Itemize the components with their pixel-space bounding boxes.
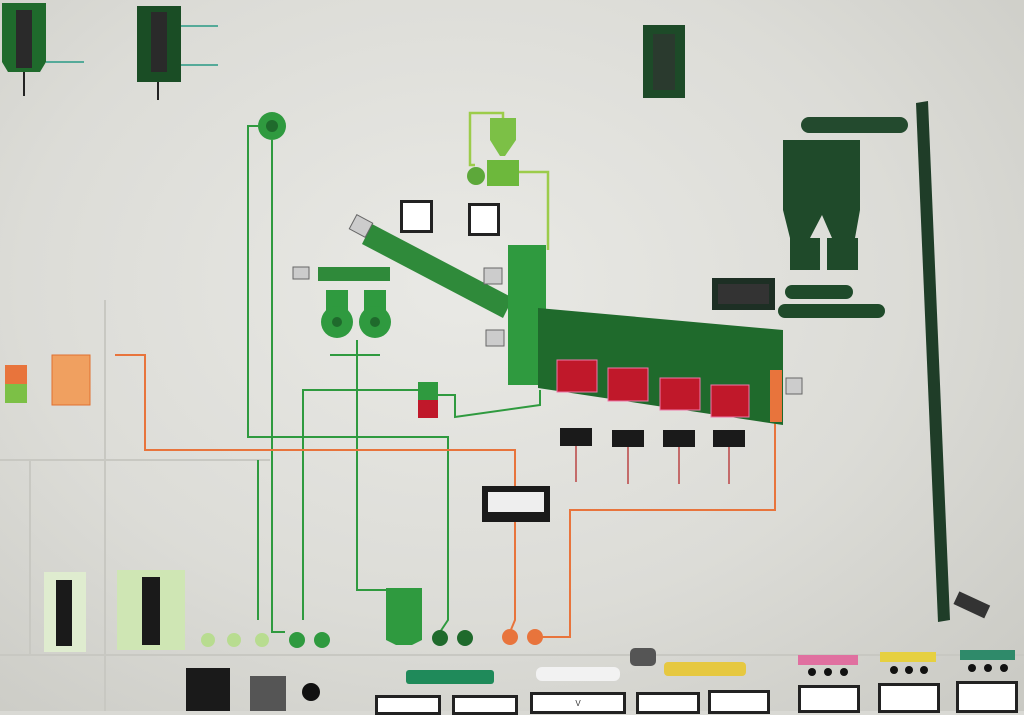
knob-icons[interactable] (808, 664, 1008, 676)
label-strip (406, 670, 494, 684)
motor-icon (348, 214, 374, 238)
label-strip (960, 650, 1015, 660)
motor-icon (785, 377, 803, 395)
fan-icon (359, 290, 391, 338)
switch-icon[interactable] (630, 648, 656, 666)
display-icon (250, 676, 286, 711)
label-strip (880, 652, 936, 662)
elevator-bar (916, 101, 950, 622)
motor-icon (485, 329, 505, 347)
valve-icon (5, 365, 27, 384)
meter-icon (400, 200, 433, 233)
meter-icon (375, 695, 441, 715)
conveyor-bar (801, 117, 908, 133)
screw-conveyor-icon (362, 224, 513, 318)
tank-icon (386, 588, 422, 645)
hopper-icon (783, 140, 860, 238)
burner-icons (556, 359, 750, 418)
motor-icon (292, 266, 310, 280)
heater-icon (51, 354, 91, 406)
fan-row (201, 629, 543, 648)
valve-icon (418, 382, 438, 400)
meter-icon (452, 695, 518, 715)
motor-icon (483, 267, 503, 285)
meter-icon (956, 681, 1018, 713)
screw-conveyor-icon (318, 267, 390, 281)
filter-icon (487, 160, 519, 186)
voltmeter-symbol: V (575, 699, 581, 708)
green-pipes (247, 125, 541, 633)
burner-controls (560, 428, 745, 484)
tank-icon (2, 3, 84, 96)
meter-icon (798, 685, 860, 713)
fan-icon (467, 167, 485, 185)
tank-icon (137, 6, 218, 100)
fan-icon (321, 290, 353, 338)
label-strip (798, 655, 858, 665)
knob-icon[interactable] (302, 683, 320, 701)
meter-icon (878, 683, 940, 713)
motor-icon (953, 591, 991, 619)
meter-icon (468, 203, 500, 236)
display-icon (186, 668, 230, 711)
label-strip (536, 667, 620, 681)
fan-icon (258, 112, 286, 140)
orange-pipes (115, 354, 776, 638)
cyclone-icon (490, 118, 516, 156)
label-strip (664, 662, 746, 676)
meter-icon (708, 690, 770, 714)
light-green-pipes (468, 111, 550, 250)
